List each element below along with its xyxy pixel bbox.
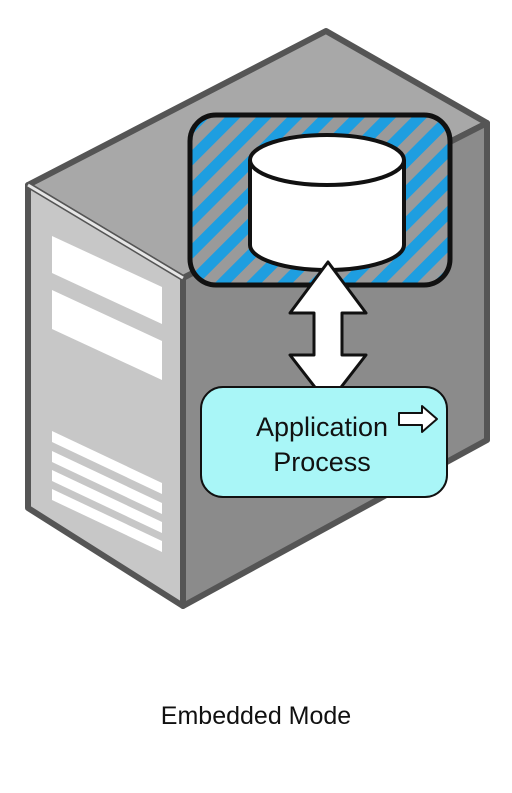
- server-front-vents: [52, 236, 162, 552]
- application-process-box: Application Process: [200, 386, 448, 498]
- right-arrow-icon: [398, 405, 438, 433]
- database-container: [187, 112, 453, 288]
- process-label-line1: Application: [256, 412, 388, 442]
- database-cylinder-icon: [248, 133, 406, 272]
- diagram-caption: Embedded Mode: [160, 702, 352, 730]
- process-label-line2: Process: [273, 447, 371, 477]
